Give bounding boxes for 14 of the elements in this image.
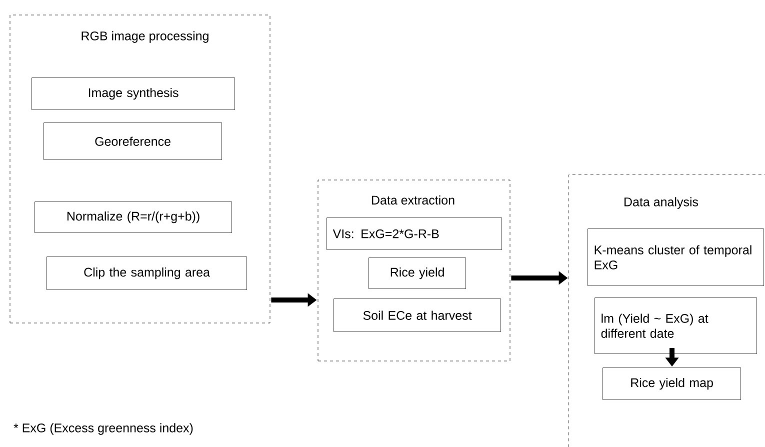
panel-heading: Data extraction: [372, 195, 454, 205]
process-box: Georeference: [44, 122, 222, 160]
process-box: Soil ECe at harvest: [334, 298, 501, 332]
process-box: Rice yield map: [602, 368, 741, 400]
process-box: VIs: ExG=2*G-R-B: [326, 218, 502, 250]
process-box: Normalize (R=r/(r+g+b)): [34, 202, 232, 233]
process-box: K-means cluster of temporal ExG: [588, 228, 764, 286]
process-box: lm (Yield ~ ExG) at different date: [594, 298, 757, 354]
panel-heading: RGB image processing: [82, 31, 208, 43]
process-box: Image synthesis: [32, 78, 235, 110]
process-box: Clip the sampling area: [46, 256, 247, 290]
footnote: * ExG (Excess greenness index): [14, 423, 193, 435]
process-box: Rice yield: [368, 258, 466, 289]
panel-heading: Data analysis: [624, 197, 698, 209]
